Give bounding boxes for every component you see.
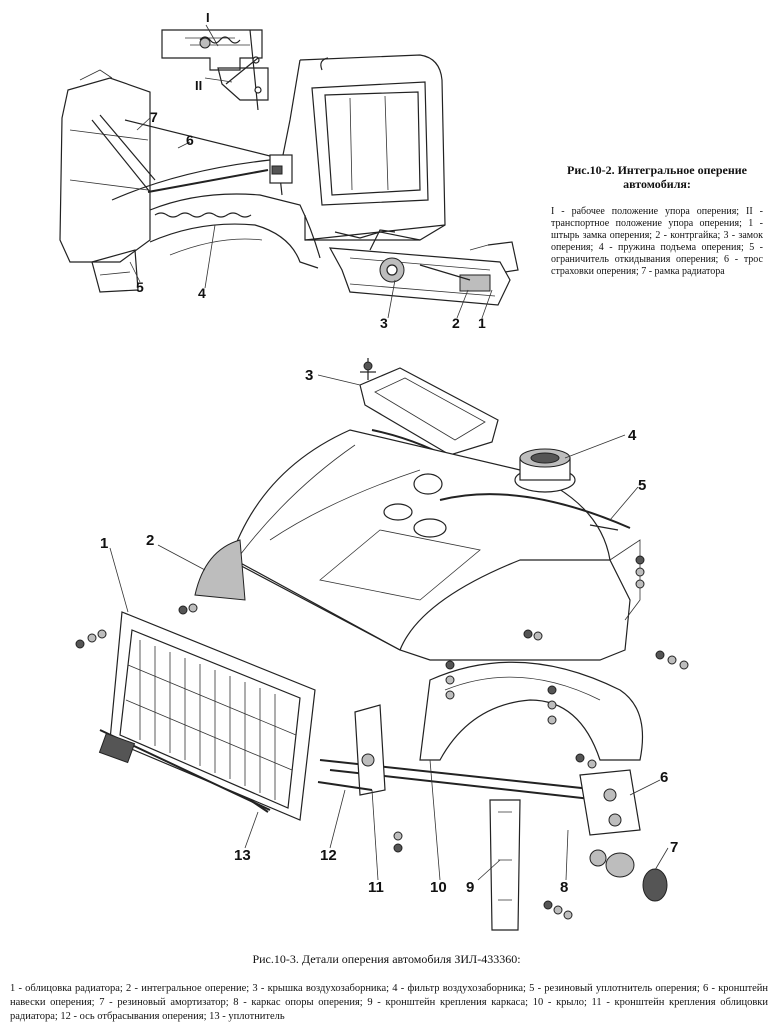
fig3-callout-4: 4 [628,427,637,444]
fig3-callout-6: 6 [660,769,668,786]
fig2-callout-2: 2 [452,315,460,331]
fig2-callout-1: 1 [478,315,486,331]
hood-pivot-axis [317,781,373,791]
support-frame [319,759,641,931]
rubber-buffer [589,849,668,902]
air-intake-filter [514,448,576,493]
fig2-callout-6: 6 [186,132,194,148]
fig2-callout-II: II [195,78,202,93]
fig3-callout-2: 2 [146,532,154,549]
raised-hood-outline [59,69,321,293]
figure-10-2-title: Рис.10-2. Интегральное оперение автомоби… [567,163,747,191]
air-intake-cover [359,358,499,456]
figure-10-3-legend: 1 - облицовка радиатора; 2 - интегрально… [10,983,768,1022]
fig3-callout-9: 9 [466,879,474,896]
fig3-callout-12: 12 [320,847,337,864]
figure-10-3-drawing: 1 2 3 4 5 6 7 8 9 10 11 12 13 [75,358,689,931]
figure-10-2-leader-lines [129,117,493,319]
integral-hood-body [194,429,641,661]
fig3-callout-7: 7 [670,839,678,856]
fig3-callout-10: 10 [430,879,447,896]
fig3-callout-11: 11 [368,879,384,896]
fig3-callout-5: 5 [638,477,646,494]
fig3-callout-13: 13 [234,847,251,864]
rubber-seal [439,493,631,529]
cab-outline [281,54,446,241]
figure-10-3-leader-lines [109,374,669,881]
fig3-callout-3: 3 [305,367,313,384]
fig2-callout-4: 4 [198,285,206,301]
figure-10-2-legend: I - рабочее положение упора оперения; II… [551,206,763,277]
fig3-callout-8: 8 [560,879,568,896]
fig2-callout-5: 5 [136,279,144,295]
grille-seal [249,799,269,813]
fig2-callout-3: 3 [380,315,388,331]
radiator-grille [98,611,316,821]
fig2-callout-I: I [206,10,210,25]
fig3-callout-1: 1 [100,535,108,552]
stop-detail-inset [161,24,269,111]
lock-detail [328,229,519,306]
fender [419,661,643,761]
figure-10-3-title: Рис.10-3. Детали оперения автомобиля ЗИЛ… [252,952,521,966]
figure-10-2-drawing: I II 7 6 5 4 3 2 1 [59,10,519,331]
radiator-bracket [354,704,386,796]
fig2-callout-7: 7 [150,109,158,125]
fasteners [75,555,689,920]
